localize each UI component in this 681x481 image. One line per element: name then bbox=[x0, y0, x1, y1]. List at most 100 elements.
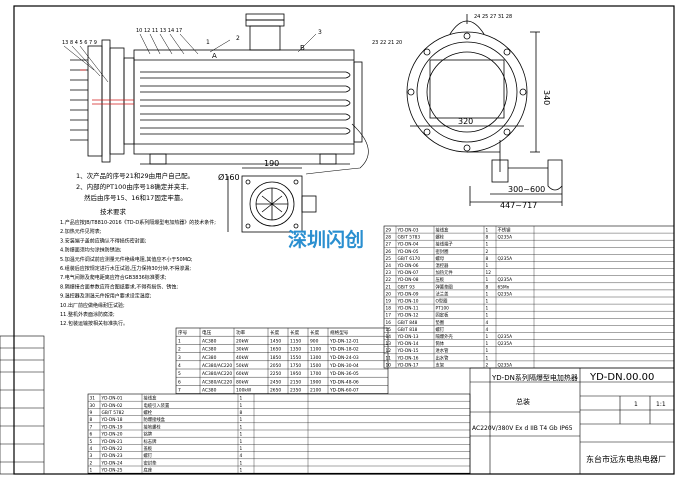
part-leaders bbox=[63, 33, 317, 83]
tech-line: 6.组装后应按规定进行水压试验,压力保持30分钟,不得渗漏; bbox=[60, 265, 191, 272]
lower-parts-cell: YD-DN-24 bbox=[101, 460, 123, 466]
lower-parts-cell: 3 bbox=[90, 453, 93, 459]
parts-cell: 密封圈 bbox=[436, 248, 449, 255]
spec-cell: AC380 bbox=[202, 388, 217, 394]
lower-parts-cell: YD-DN-18 bbox=[101, 417, 123, 423]
junction-box-view bbox=[227, 167, 317, 233]
part-numbers-mid: 10 12 11 13 14 17 bbox=[136, 28, 182, 34]
title-sheet: 1 bbox=[634, 401, 638, 408]
watermark: 深圳闪创 bbox=[288, 228, 364, 251]
part-numbers-endview-top: 24 25 27 31 28 bbox=[474, 14, 512, 20]
title-company: 东台市远东电热电器厂 bbox=[586, 454, 666, 464]
spec-cell: AC380/AC220 bbox=[202, 379, 232, 385]
tech-line: 3.安装端子盖前应确认不得损伤密封面; bbox=[60, 237, 147, 244]
parts-cell: 24 bbox=[386, 263, 392, 269]
spec-cell: AC380/AC220 bbox=[202, 371, 232, 377]
lower-parts-cell: 1 bbox=[240, 460, 243, 466]
parts-cell: 1 bbox=[486, 355, 489, 361]
parts-cell: 固定板 bbox=[436, 312, 450, 319]
spec-cell: 1700 bbox=[310, 371, 321, 377]
tech-line: 2.加热元件见附表; bbox=[60, 228, 102, 235]
lower-parts-cell: 接地螺栓 bbox=[144, 423, 162, 430]
spec-cell: 4 bbox=[178, 363, 181, 369]
parts-cell: YD-DN-10 bbox=[397, 299, 419, 305]
parts-cell: Q235A bbox=[498, 334, 513, 340]
left-margin-block bbox=[0, 335, 45, 475]
lower-parts-cell: 盖板 bbox=[144, 445, 153, 452]
title-product-name: YD-DN系列隔爆型电加热器 bbox=[491, 373, 578, 382]
tech-line: 1.产品应按JB/T8810-2016《TD-D系列隔爆型电加热器》的技术条件; bbox=[60, 219, 216, 226]
wiring-highlight bbox=[80, 69, 134, 105]
parts-cell: 接线盒 bbox=[436, 227, 450, 234]
lower-parts-cell: YD-DN-01 bbox=[101, 396, 123, 402]
connection-cable bbox=[305, 123, 369, 175]
parts-cell: 筒体 bbox=[436, 340, 445, 347]
lower-parts-cell: 密封垫 bbox=[144, 459, 158, 466]
spec-cell: 1500 bbox=[310, 363, 321, 369]
spec-header-cell: 长度 bbox=[270, 329, 280, 336]
spec-cell: 1150 bbox=[290, 338, 301, 344]
callout-2: 2 bbox=[236, 35, 240, 42]
parts-cell: 8 bbox=[486, 235, 489, 241]
spec-cell: AC380 bbox=[202, 355, 217, 361]
lower-parts-cell: 标志牌 bbox=[144, 438, 158, 445]
lower-parts-cell: 4 bbox=[90, 446, 93, 452]
spec-cell: 60kW bbox=[236, 371, 249, 377]
parts-cell: GB/T 93 bbox=[398, 284, 415, 290]
lower-parts-cell: YD-DN-20 bbox=[101, 432, 123, 438]
heater-side-view bbox=[70, 13, 363, 165]
spec-cell: 900 bbox=[310, 338, 319, 344]
parts-cell: 18 bbox=[386, 306, 392, 312]
parts-cell: 10 bbox=[386, 362, 392, 368]
parts-cell: 压板 bbox=[436, 276, 445, 283]
spec-header-cell: 长度 bbox=[310, 329, 320, 336]
spec-cell: 2050 bbox=[270, 363, 281, 369]
parts-cell: YD-DN-07 bbox=[397, 270, 419, 276]
parts-cell: 接线端子 bbox=[436, 241, 454, 248]
lower-parts-cell: 螺钉 bbox=[144, 452, 153, 459]
spec-cell: 20kW bbox=[236, 338, 249, 344]
tech-line: 9.温控器及测温元件按用户要求设定温度; bbox=[60, 293, 152, 300]
dim-447-717: 447~717 bbox=[500, 201, 537, 210]
parts-cell: 螺栓 bbox=[436, 234, 445, 241]
tech-line: 12.包装运输按相关标准执行。 bbox=[60, 320, 128, 327]
lower-parts-cell: 1 bbox=[240, 439, 243, 445]
parts-cell: YD-DN-11 bbox=[397, 306, 419, 312]
lower-parts-cell: YD-DN-22 bbox=[101, 446, 123, 452]
parts-cell: 加热元件 bbox=[436, 269, 454, 276]
parts-cell: 14 bbox=[386, 334, 392, 340]
parts-cell: 22 bbox=[386, 277, 392, 283]
parts-cell: GB/T 848 bbox=[398, 320, 418, 326]
spec-cell: 1950 bbox=[290, 371, 301, 377]
parts-cell: 27 bbox=[386, 242, 392, 248]
parts-cell: 1 bbox=[486, 242, 489, 248]
parts-cell: YD-DN-08 bbox=[397, 277, 419, 283]
parts-cell: YD-DN-06 bbox=[397, 263, 419, 269]
callout-b: B bbox=[300, 44, 305, 52]
parts-cell: 1 bbox=[486, 313, 489, 319]
note-2: 2、内部的PT100由序号18确定并夹丰, bbox=[76, 182, 189, 191]
lower-parts-cell: 7 bbox=[90, 424, 93, 430]
parts-cell: 65Mn bbox=[498, 284, 510, 290]
parts-cell: 19 bbox=[386, 299, 392, 305]
lower-parts-cell: 6 bbox=[90, 432, 93, 438]
lower-parts-cell: 2 bbox=[90, 460, 93, 466]
lower-parts-cell: GB/T 5782 bbox=[102, 410, 125, 416]
parts-cell: 1 bbox=[486, 334, 489, 340]
parts-cell: 不锈钢 bbox=[498, 227, 511, 234]
spec-cell: 2650 bbox=[270, 388, 281, 394]
title-subtitle: 总装 bbox=[516, 397, 530, 406]
lower-parts-cell: 1 bbox=[240, 417, 243, 423]
parts-cell: YD-DN-15 bbox=[397, 348, 419, 354]
parts-cell: 20 bbox=[386, 291, 392, 297]
tech-line: 4.防爆面须均匀涂抹防锈油; bbox=[60, 247, 122, 254]
part-numbers-endview-left: 23 22 21 20 bbox=[372, 40, 402, 46]
lower-parts-cell: 9 bbox=[90, 410, 93, 416]
parts-cell: 1 bbox=[486, 277, 489, 283]
tech-line: 7.电气间隙及爬电距离应符合GB3836标准要求; bbox=[60, 274, 167, 281]
parts-cell: 1 bbox=[486, 348, 489, 354]
callout-3: 3 bbox=[318, 29, 322, 36]
